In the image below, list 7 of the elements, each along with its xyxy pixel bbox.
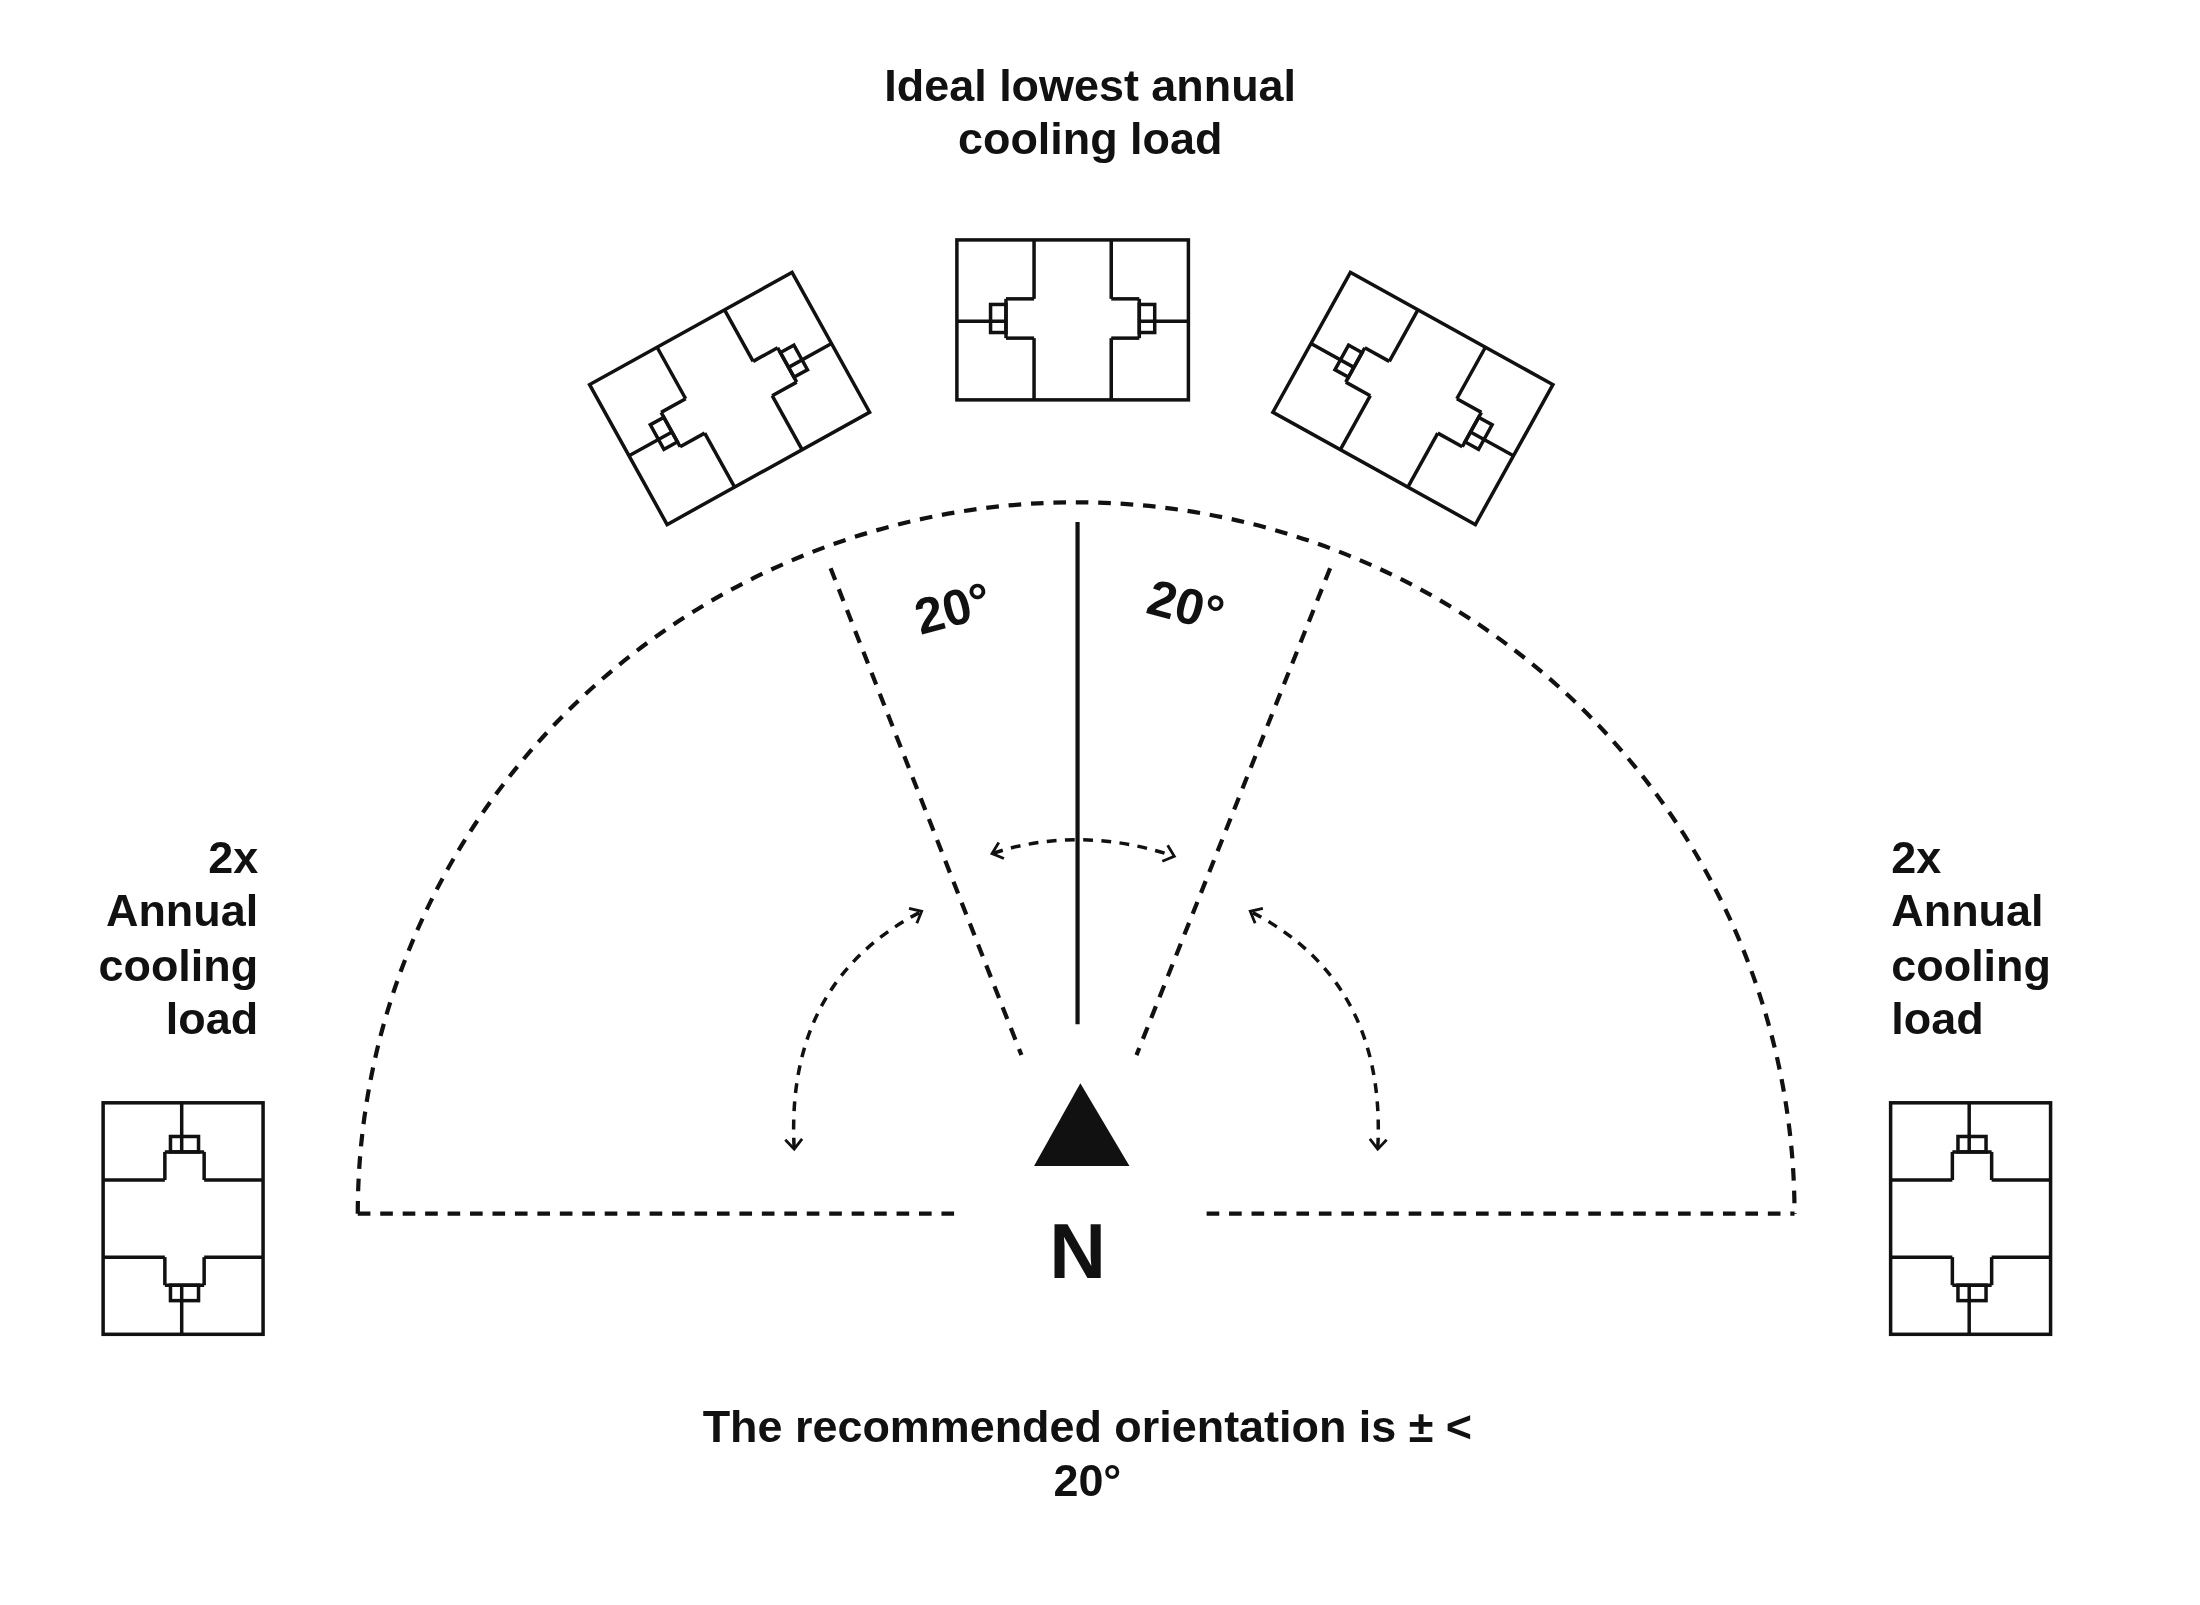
heading-text: Ideal lowest annual cooling load	[883, 59, 1297, 167]
angle-label: 20°	[908, 569, 998, 648]
side-label: 2x Annual cooling load	[97, 831, 259, 1047]
caption-text: The recommended orientation is ± < 20°	[701, 1400, 1474, 1508]
side-label: 2x Annual cooling load	[1891, 831, 2052, 1047]
angle-label: 20°	[1141, 566, 1231, 645]
north-label: N	[1048, 1205, 1107, 1297]
